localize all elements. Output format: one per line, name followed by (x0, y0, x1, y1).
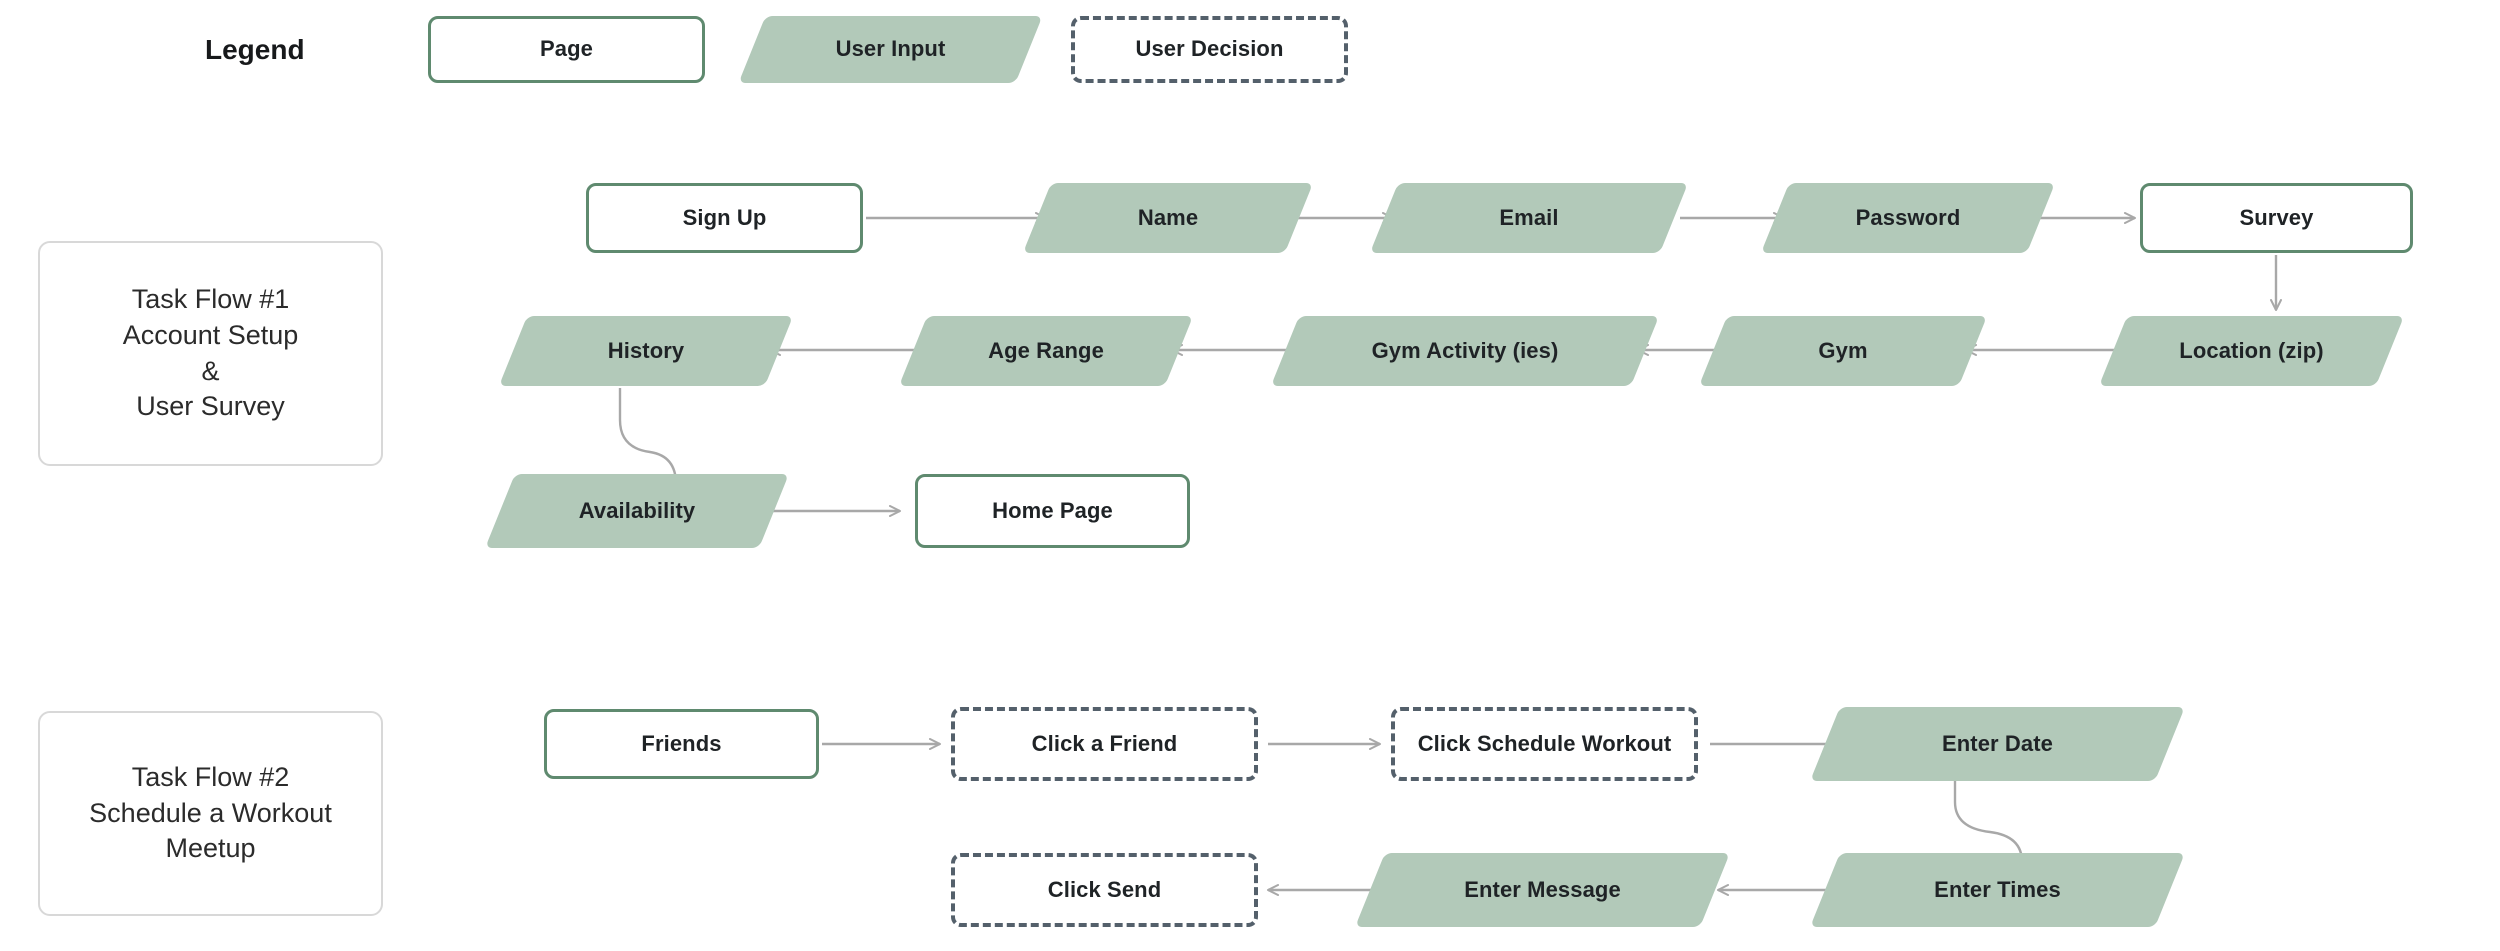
node-click-send[interactable]: Click Send (951, 853, 1258, 927)
node-name-label: Name (1137, 204, 1199, 230)
node-age-range-label: Age Range (988, 337, 1104, 363)
node-click-schedule-workout[interactable]: Click Schedule Workout (1391, 707, 1698, 781)
node-gym[interactable]: Gym (1698, 316, 1988, 386)
node-enter-times-label: Enter Times (1934, 876, 2061, 902)
node-enter-times[interactable]: Enter Times (1810, 853, 2185, 927)
node-name[interactable]: Name (1022, 183, 1314, 253)
node-location-zip[interactable]: Location (zip) (2098, 316, 2405, 386)
node-availability[interactable]: Availability (485, 474, 789, 548)
node-enter-message-label: Enter Message (1464, 876, 1621, 902)
task-flow-2-card: Task Flow #2 Schedule a Workout Meetup (38, 711, 383, 916)
node-availability-label: Availability (578, 497, 696, 523)
node-sign-up-label: Sign Up (682, 204, 767, 230)
node-password-label: Password (1855, 204, 1961, 230)
node-click-schedule-workout-label: Click Schedule Workout (1417, 730, 1672, 756)
legend-title: Legend (205, 34, 305, 65)
node-password[interactable]: Password (1760, 183, 2056, 253)
task-flow-1-caption: Task Flow #1 Account Setup & User Survey (122, 283, 299, 422)
node-home-page-label: Home Page (992, 497, 1113, 523)
node-friends-label: Friends (641, 730, 722, 756)
legend-item-page-label: Page (540, 36, 593, 62)
node-enter-date-label: Enter Date (1941, 730, 2054, 756)
legend-item-page: Page (428, 16, 705, 83)
node-history-label: History (607, 337, 685, 363)
node-location-zip-label: Location (zip) (2179, 337, 2324, 363)
legend-item-user-input-label: User Input (835, 36, 946, 62)
node-gym-activity[interactable]: Gym Activity (ies) (1270, 316, 1660, 386)
node-home-page[interactable]: Home Page (915, 474, 1190, 548)
node-enter-date[interactable]: Enter Date (1810, 707, 2185, 781)
node-enter-message[interactable]: Enter Message (1355, 853, 1730, 927)
node-sign-up[interactable]: Sign Up (586, 183, 863, 253)
node-survey[interactable]: Survey (2140, 183, 2413, 253)
node-click-send-label: Click Send (1047, 876, 1162, 902)
node-survey-label: Survey (2239, 204, 2314, 230)
legend-item-user-input: User Input (738, 16, 1043, 83)
task-flow-1-card: Task Flow #1 Account Setup & User Survey (38, 241, 383, 466)
legend-item-user-decision-label: User Decision (1135, 36, 1284, 62)
node-click-a-friend[interactable]: Click a Friend (951, 707, 1258, 781)
node-click-a-friend-label: Click a Friend (1031, 730, 1178, 756)
legend-item-user-decision: User Decision (1071, 16, 1348, 83)
node-history[interactable]: History (498, 316, 794, 386)
node-gym-label: Gym (1818, 337, 1868, 363)
task-flow-2-caption: Task Flow #2 Schedule a Workout Meetup (89, 761, 332, 864)
node-age-range[interactable]: Age Range (898, 316, 1194, 386)
node-gym-activity-label: Gym Activity (ies) (1371, 337, 1559, 363)
node-email-label: Email (1499, 204, 1559, 230)
node-email[interactable]: Email (1369, 183, 1689, 253)
node-friends[interactable]: Friends (544, 709, 819, 779)
